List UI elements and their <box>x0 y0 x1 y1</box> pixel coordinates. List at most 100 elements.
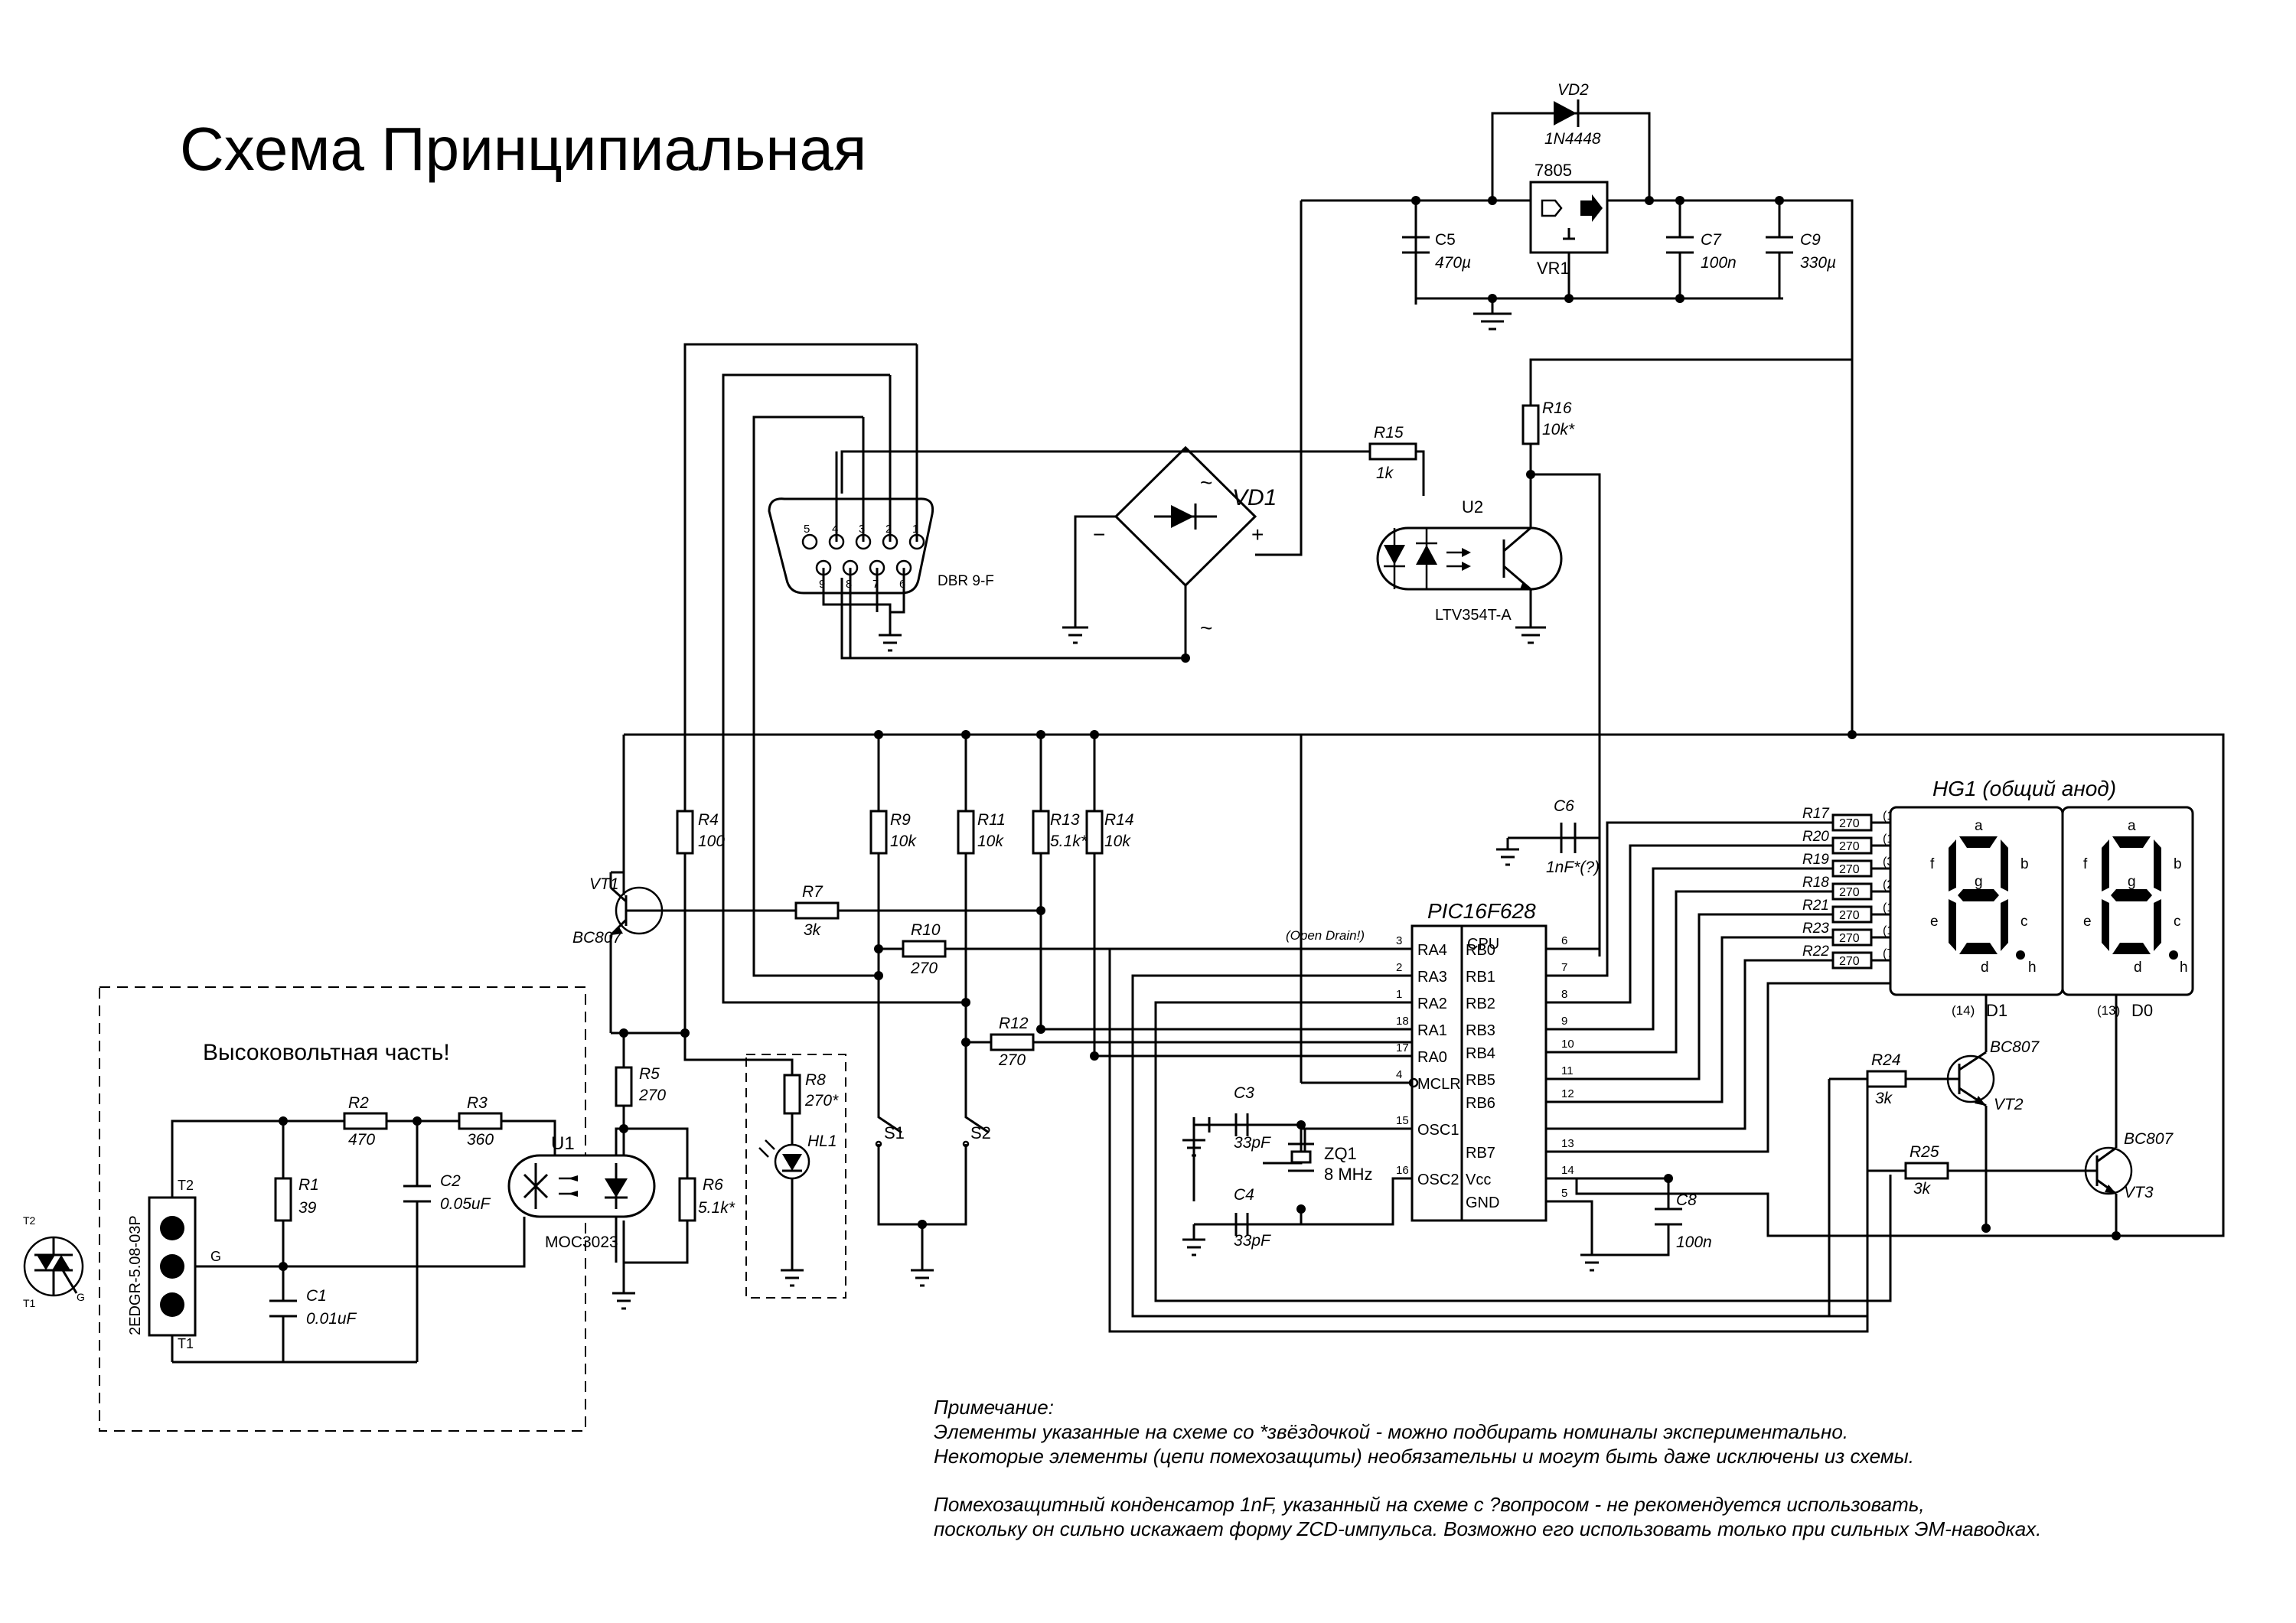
c3-ref: C3 <box>1234 1084 1254 1102</box>
seg-resistor-value: 270 <box>1839 909 1860 922</box>
mcu-pin-num: 16 <box>1396 1164 1409 1177</box>
mcu-pin-name: RA3 <box>1417 969 1447 986</box>
mcu-pin-num: 6 <box>1561 934 1567 947</box>
d1-seg-h: h <box>2028 960 2037 976</box>
c2-value: 0.05uF <box>440 1195 491 1213</box>
mcu-pin-num: 1 <box>1396 988 1402 1001</box>
zcd-circuit: R15 1k VD1 + − ~ ~ U2 LTV354T-A R16 10k* <box>840 358 1852 957</box>
digit-d0 <box>2102 836 2178 960</box>
note-line2: Некоторые элементы (цепи помехозащиты) н… <box>934 1445 1914 1468</box>
db9-pin2: 2 <box>885 523 892 536</box>
r11-ref: R11 <box>977 811 1006 829</box>
vd2-diode <box>1554 99 1580 127</box>
r12-ref: R12 <box>999 1015 1029 1032</box>
zq1-ref: ZQ1 <box>1324 1144 1357 1163</box>
mcu-pin-num: 5 <box>1561 1187 1567 1200</box>
mcu-pin-num: 10 <box>1561 1038 1574 1051</box>
db9-pin4: 4 <box>832 523 838 536</box>
mcu-pin-name: RB0 <box>1466 942 1495 959</box>
r8-ref: R8 <box>805 1071 826 1089</box>
mcu-pic16f628: PIC16F628 CPU <box>1411 899 1548 1222</box>
mcu-pin-name: Vcc <box>1466 1172 1491 1188</box>
c1-value: 0.01uF <box>306 1310 357 1328</box>
c3-value: 33pF <box>1234 1134 1271 1152</box>
c5-value: 470µ <box>1435 254 1471 272</box>
vr1-type: 7805 <box>1534 161 1572 180</box>
d1-label: D1 <box>1986 1001 2007 1020</box>
db9-label: DBR 9-F <box>938 573 994 589</box>
seg-resistor-value: 270 <box>1839 840 1860 853</box>
mcu-pin-num: 3 <box>1396 934 1402 947</box>
oscillator <box>1182 1113 1314 1256</box>
page-title: Схема Принципиальная <box>180 115 866 183</box>
note-block: Примечание: Элементы указанные на схеме … <box>934 1396 2041 1540</box>
led-dashed-box <box>745 1054 846 1299</box>
c6-capacitor <box>1496 823 1600 866</box>
r11-value: 10k <box>977 833 1004 850</box>
mcu-pin-name: OSC1 <box>1417 1122 1459 1139</box>
vt1-part: BC807 <box>572 929 623 947</box>
c5-capacitor <box>1402 236 1430 254</box>
display-title: HG1 (общий анод) <box>1932 777 2116 800</box>
c7-value: 100n <box>1701 254 1737 272</box>
vr1-regulator <box>1529 181 1609 254</box>
r14-ref: R14 <box>1104 811 1134 829</box>
note-line3: Помехозащитный конденсатор 1nF, указанны… <box>934 1493 1925 1516</box>
r5-value: 270 <box>638 1087 666 1104</box>
db9-pin6: 6 <box>899 578 905 591</box>
c5-ref: C5 <box>1435 231 1456 249</box>
input-network <box>609 730 1412 1310</box>
term-g: G <box>210 1249 221 1264</box>
vt3-ref: VT3 <box>2124 1184 2154 1201</box>
c9-value: 330µ <box>1800 254 1836 272</box>
d0-seg-h: h <box>2180 960 2188 976</box>
r7-ref: R7 <box>802 883 823 901</box>
mcu-pin-num: 14 <box>1561 1164 1574 1177</box>
d0-seg-b: b <box>2174 856 2182 872</box>
display-hg1 <box>1889 806 2194 996</box>
vd2-ref: VD2 <box>1557 81 1589 99</box>
c1-ref: C1 <box>306 1287 327 1305</box>
r3-value: 360 <box>467 1131 494 1149</box>
mcu-pin-name: GND <box>1466 1194 1499 1211</box>
d1-seg-e: e <box>1930 914 1939 930</box>
hl1-ref: HL1 <box>807 1133 837 1150</box>
mcu-pin-name: RB2 <box>1466 996 1495 1012</box>
r2-ref: R2 <box>348 1094 369 1112</box>
note-line1: Элементы указанные на схеме со *звёздочк… <box>934 1420 1848 1443</box>
d0-seg-d: d <box>2134 960 2142 976</box>
c8-value: 100n <box>1676 1234 1712 1251</box>
d0-seg-a: a <box>2128 818 2136 834</box>
seg-resistor-value: 270 <box>1839 863 1860 876</box>
vt1-ref: VT1 <box>589 875 619 893</box>
mcu-pin-num: 17 <box>1396 1041 1409 1054</box>
c7-capacitor <box>1666 236 1694 254</box>
d1-seg-b: b <box>2020 856 2029 872</box>
seg-resistor-value: 270 <box>1839 817 1860 830</box>
r3-ref: R3 <box>467 1094 488 1112</box>
d0-pin: (13) <box>2097 1003 2120 1018</box>
d1-seg-a: a <box>1975 818 1983 834</box>
r4-ref: R4 <box>698 811 719 829</box>
mcu-pin-name: RB4 <box>1466 1045 1495 1062</box>
seg-resistor-ref: R19 <box>1802 852 1829 868</box>
seg-resistor-value: 270 <box>1839 932 1860 945</box>
r13-ref: R13 <box>1050 811 1080 829</box>
r1-value: 39 <box>298 1199 317 1217</box>
mcu-pin-name: RB3 <box>1466 1022 1495 1039</box>
r16-value: 10k* <box>1542 421 1575 438</box>
d1-seg-g: g <box>1975 874 1983 890</box>
db9-pin3: 3 <box>859 523 865 536</box>
mcu-pin-num: 13 <box>1561 1137 1574 1150</box>
d1-seg-d: d <box>1981 960 1989 976</box>
mcu-pin-name: RA1 <box>1417 1022 1447 1039</box>
triac-t1: T1 <box>23 1297 36 1309</box>
hv-title: Высоковольтная часть! <box>203 1040 450 1065</box>
mcu-pin-name: RB1 <box>1466 969 1495 986</box>
mcu-pin-name: RA4 <box>1417 942 1447 959</box>
zq1-value: 8 MHz <box>1324 1165 1373 1184</box>
seg-resistor-ref: R18 <box>1802 875 1829 891</box>
vr1-ref: VR1 <box>1537 259 1570 278</box>
d1-seg-f: f <box>1930 856 1935 872</box>
